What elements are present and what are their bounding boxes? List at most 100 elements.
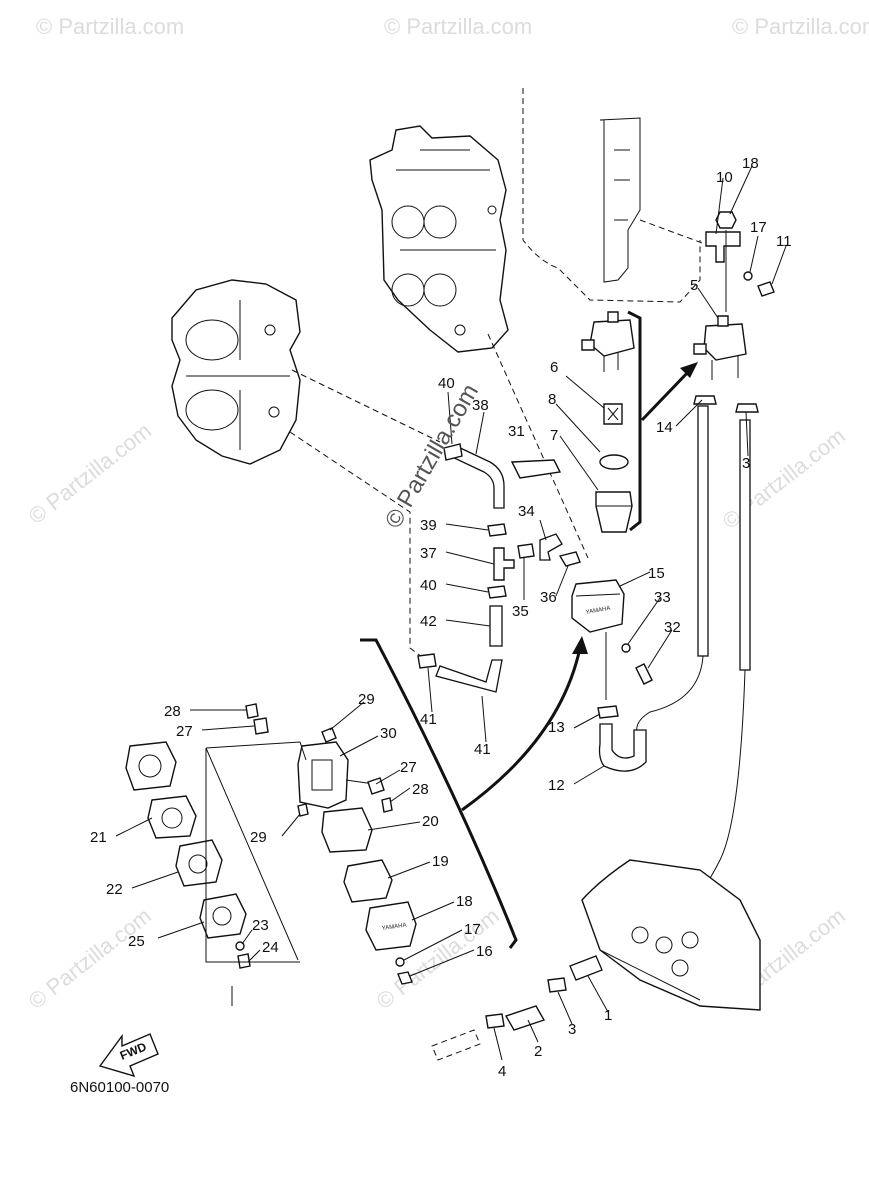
callout: 17 (464, 921, 481, 938)
washer-18 (395, 957, 405, 967)
bolt-32 (635, 663, 653, 685)
callout: 19 (432, 853, 449, 870)
clip-36 (558, 551, 581, 567)
callout: 10 (716, 169, 733, 186)
routing-line (289, 431, 427, 661)
watermark: © Partzilla.com (718, 423, 850, 534)
hose-38 (449, 445, 505, 509)
diaphragm-20 (343, 859, 393, 903)
pump-kit-arrow (461, 647, 582, 812)
hose-1 (569, 955, 603, 981)
callout: 31 (508, 423, 525, 440)
callout: 40 (438, 375, 455, 392)
washer (743, 271, 753, 281)
callout: 29 (358, 691, 375, 708)
diagram-code: 6N60100-0070 (70, 1079, 169, 1096)
screw-28-left (245, 703, 259, 719)
screw-17 (397, 971, 413, 985)
callout: 34 (518, 503, 535, 520)
leader-lines (115, 165, 787, 1061)
clip-41-bottom (417, 653, 437, 669)
hose-dashed (431, 1029, 481, 1061)
callout: 7 (550, 427, 558, 444)
callout: 8 (548, 391, 556, 408)
callout: 5 (690, 277, 698, 294)
fuel-filter-assembly-right (693, 315, 747, 380)
callout: 27 (176, 723, 193, 740)
callout: 13 (548, 719, 565, 736)
callout: 39 (420, 517, 437, 534)
callout: 23 (252, 917, 269, 934)
engine-block-outline (522, 88, 706, 303)
gasket-21 (321, 807, 373, 853)
callout: 36 (540, 589, 557, 606)
callout: 12 (548, 777, 565, 794)
clip-41-top (443, 443, 463, 461)
filter-bracket (705, 231, 741, 263)
callout: 18 (456, 893, 473, 910)
routing-line (487, 333, 589, 559)
callout: 3 (742, 455, 750, 472)
screw-29 (297, 803, 309, 817)
callout: 1 (604, 1007, 612, 1024)
callout: 29 (250, 829, 267, 846)
kit-arrow (640, 368, 692, 422)
spring-25 (237, 953, 251, 969)
plate-26 (199, 893, 247, 939)
callout: 22 (106, 881, 123, 898)
hose-34 (539, 533, 563, 561)
callout: 14 (656, 419, 673, 436)
callout: 17 (750, 219, 767, 236)
watermark: © Partzilla.com (36, 14, 184, 39)
hose-clip (693, 395, 717, 405)
hose-clip (735, 403, 759, 413)
callout: 42 (420, 613, 437, 630)
callout: 15 (648, 565, 665, 582)
callout: 24 (262, 939, 279, 956)
gasket-22 (175, 839, 223, 887)
svg-text:YAMAHA: YAMAHA (381, 923, 406, 932)
cylinder-head (369, 125, 509, 353)
connector-2 (504, 1005, 546, 1031)
joint-27-left (253, 717, 269, 735)
callout: 33 (654, 589, 671, 606)
callout: 6 (550, 359, 558, 376)
callout: 30 (380, 725, 397, 742)
callout-labels: 18 10 17 11 5 6 8 7 14 3 40 38 31 39 37 … (90, 155, 792, 1080)
callout: 18 (742, 155, 759, 172)
fuel-filter-assembly-left (581, 311, 635, 372)
screw-28 (381, 797, 393, 813)
clip-40 (487, 523, 507, 537)
fuel-pump-16: YAMAHA (571, 579, 625, 700)
nut (715, 211, 737, 229)
callout: 37 (420, 545, 437, 562)
callout: 25 (128, 933, 145, 950)
pump-body-30 (297, 741, 375, 809)
bolt (757, 281, 775, 297)
screw-29 (321, 727, 337, 743)
callout: 3 (568, 1021, 576, 1038)
pump-cover-19: YAMAHA (365, 901, 417, 951)
washer-33 (621, 643, 631, 653)
gasket-23 (147, 795, 197, 839)
callout: 16 (476, 943, 493, 960)
callout: 21 (90, 829, 107, 846)
callout: 41 (420, 711, 437, 728)
callout: 11 (776, 233, 792, 250)
joint-37 (493, 547, 515, 581)
carburetor-assembly (171, 279, 301, 465)
callout: 20 (422, 813, 439, 830)
clip-4 (485, 1013, 505, 1029)
clip-40 (487, 585, 507, 599)
callout: 28 (164, 703, 181, 720)
bracket-filter-kit (627, 310, 642, 532)
hose-13 (598, 723, 647, 772)
clip-14 (597, 705, 619, 719)
callout: 2 (534, 1043, 542, 1060)
o-ring (599, 454, 629, 470)
callout: 28 (412, 781, 429, 798)
watermark: © Partzilla.com (732, 14, 869, 39)
callout: 41 (474, 741, 491, 758)
callout: 40 (420, 577, 437, 594)
